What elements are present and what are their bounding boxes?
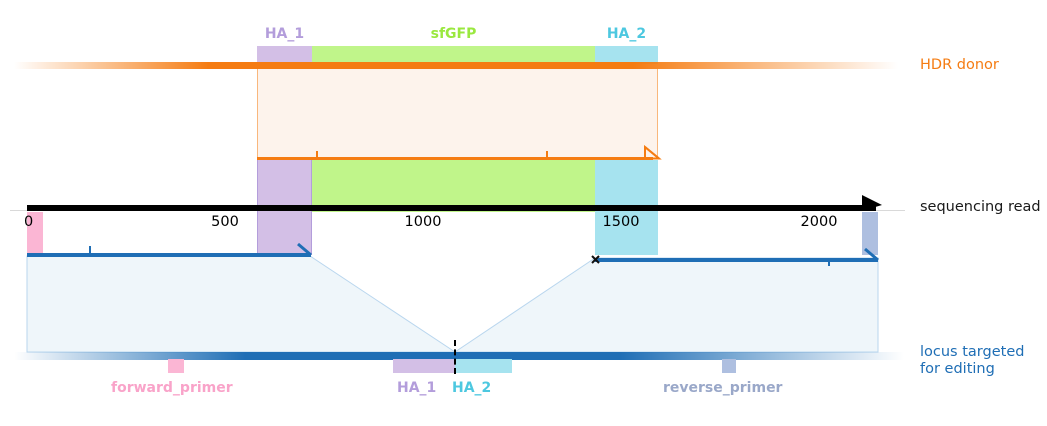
locus-forward-primer-label: forward_primer	[111, 380, 233, 396]
left-alignment-line	[27, 253, 311, 257]
right-alignment-tick	[828, 258, 830, 266]
locus-ha1-block	[393, 359, 455, 373]
hdr-donor-body	[257, 69, 658, 159]
hdr-donor-alignment-line	[257, 157, 653, 160]
axis-tick-0: 0	[24, 214, 34, 230]
locus-ha2-block	[455, 359, 512, 373]
locus-backbone	[14, 352, 904, 360]
hdr-donor-backbone	[14, 62, 898, 69]
read-reverse-primer-block	[862, 212, 878, 255]
locus-reverse-primer-label: reverse_primer	[663, 380, 783, 396]
read-sfgfp-block	[312, 160, 595, 212]
locus-row-label-line1: locus targeted	[920, 344, 1025, 360]
left-alignment-tick	[89, 246, 91, 254]
axis-tick-500: 500	[211, 214, 239, 230]
hdr-ha2-label: HA_2	[606, 26, 647, 42]
locus-forward-primer-block	[168, 359, 184, 373]
locus-row-label-line2: for editing	[920, 361, 995, 377]
hdr-ha1-block	[257, 46, 312, 64]
hdr-donor-tick-1	[316, 151, 318, 159]
sequencing-read-axis	[27, 205, 876, 211]
sequencing-read-row-label: sequencing read	[920, 199, 1041, 215]
right-alignment-line	[595, 258, 878, 262]
read-forward-primer-block	[27, 212, 43, 255]
hdr-ha2-block	[595, 46, 658, 64]
hdr-ha1-label: HA_1	[264, 26, 305, 42]
axis-tick-1000: 1000	[404, 214, 442, 230]
axis-tick-2000: 2000	[800, 214, 838, 230]
locus-ha2-label: HA_2	[452, 380, 492, 396]
hdr-donor-row-label: HDR donor	[920, 57, 999, 73]
locus-ha1-label: HA_1	[397, 380, 437, 396]
hdr-donor-tick-3	[546, 151, 548, 159]
axis-tick-1500: 1500	[602, 214, 640, 230]
cut-site-dashed-line	[454, 340, 456, 374]
hdr-sfgfp-label: sfGFP	[430, 26, 477, 42]
locus-reverse-primer-block	[722, 359, 736, 373]
hdr-sfgfp-block	[312, 46, 595, 64]
